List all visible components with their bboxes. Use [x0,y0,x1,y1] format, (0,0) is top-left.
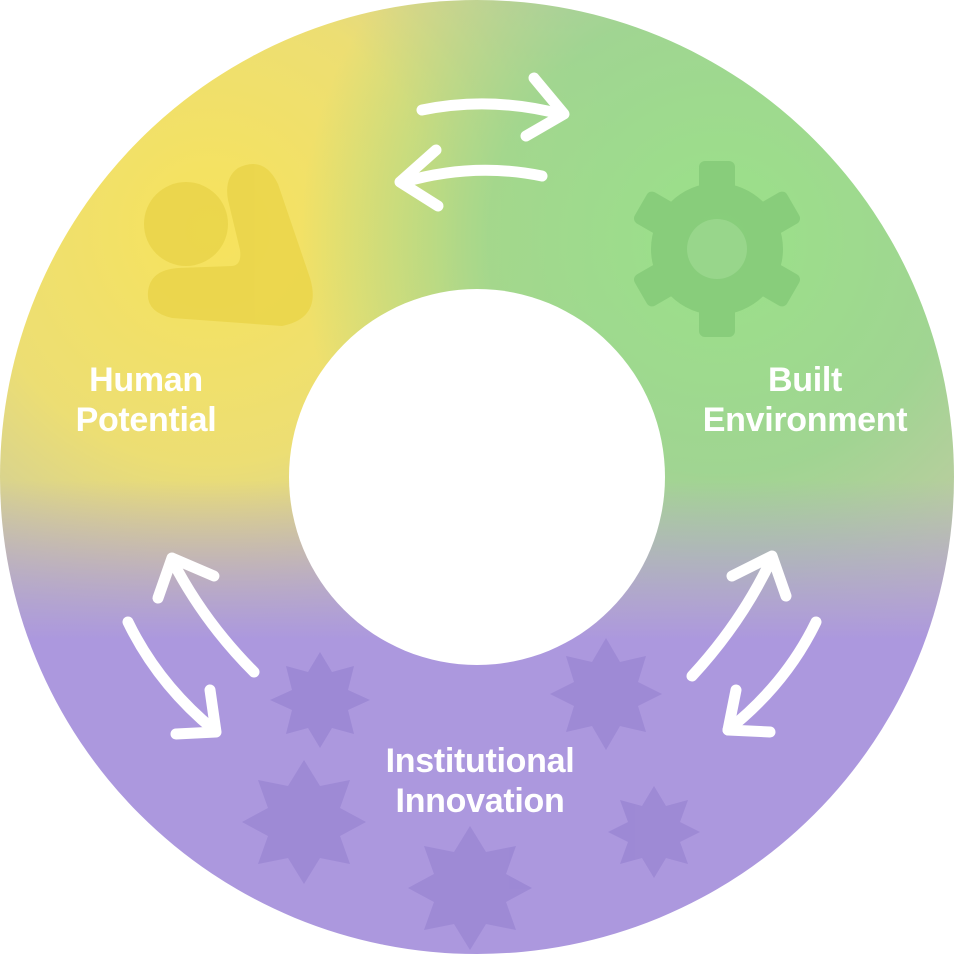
bidirectional-arrows-top [394,72,570,212]
starburst-icon [242,638,700,950]
gear-icon [633,161,801,337]
label-built-line2: Environment [702,401,908,439]
label-built-line1: Built [767,361,843,399]
label-built-environment: Built Environment [670,360,940,440]
label-institutional-line1: Institutional [385,742,575,780]
label-human-line1: Human [89,361,203,399]
label-human-potential: Human Potential [40,360,252,440]
bidirectional-arrows-right [686,550,822,738]
label-human-line2: Potential [75,401,217,439]
label-institutional-innovation: Institutional Innovation [330,741,630,821]
person-icon [144,163,313,326]
label-institutional-line2: Innovation [395,782,565,820]
bidirectional-arrows-left [122,552,260,740]
